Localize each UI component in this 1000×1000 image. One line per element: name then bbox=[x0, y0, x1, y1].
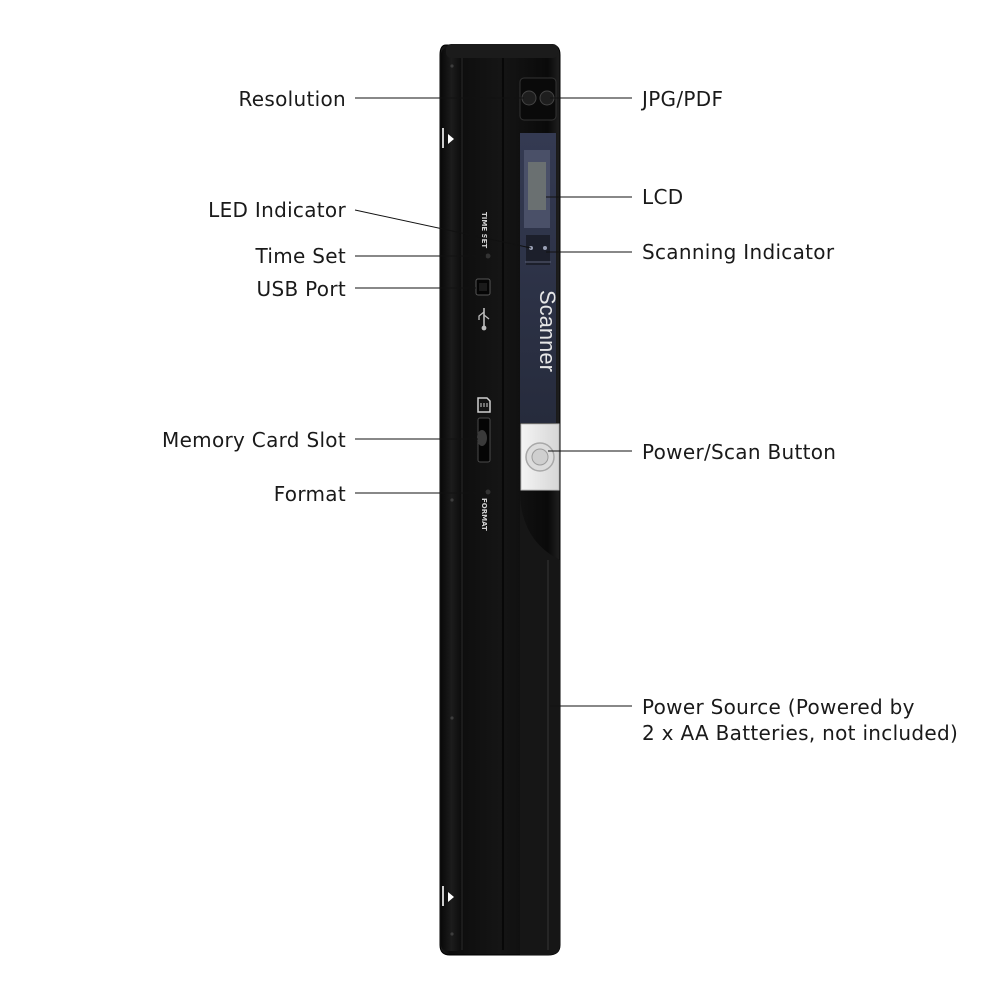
usb-port[interactable] bbox=[475, 278, 491, 296]
time-set-hole[interactable] bbox=[485, 253, 491, 259]
callout-power-source-line1: Power Source (Powered by bbox=[642, 695, 915, 719]
callout-jpg-pdf: JPG/PDF bbox=[642, 87, 724, 111]
format-print: FORMAT bbox=[480, 498, 488, 531]
sd-card-icon bbox=[477, 397, 491, 413]
indicator-panel bbox=[526, 235, 550, 265]
display-window bbox=[520, 133, 556, 423]
callout-resolution: Resolution bbox=[238, 87, 346, 111]
callout-power-source-line2: 2 x AA Batteries, not included) bbox=[642, 721, 959, 745]
scanner-brand-text: Scanner bbox=[535, 290, 560, 372]
usb-icon bbox=[478, 308, 490, 331]
callout-lines bbox=[354, 97, 632, 707]
arrow-up-icon bbox=[442, 128, 454, 148]
mode-switches bbox=[519, 77, 557, 121]
callout-time-set: Time Set bbox=[255, 244, 346, 268]
callout-lcd: LCD bbox=[642, 185, 684, 209]
callout-led-indicator: LED Indicator bbox=[208, 198, 346, 222]
resolution-switch[interactable] bbox=[521, 90, 537, 106]
power-scan-button[interactable] bbox=[520, 423, 560, 491]
memory-card-slot[interactable] bbox=[477, 417, 491, 463]
callout-scanning-indicator: Scanning Indicator bbox=[642, 240, 835, 264]
time-set-print: TIME SET bbox=[480, 212, 488, 248]
callout-format: Format bbox=[273, 482, 346, 506]
arrow-down-icon bbox=[442, 886, 454, 906]
format-hole[interactable] bbox=[485, 489, 491, 495]
callout-usb-port: USB Port bbox=[256, 277, 346, 301]
callout-power-scan-button: Power/Scan Button bbox=[642, 440, 837, 464]
callout-power-source: Power Source (Powered by 2 x AA Batterie… bbox=[642, 694, 958, 746]
leader-led-indicator bbox=[354, 209, 532, 249]
scanning-indicator-light bbox=[543, 246, 547, 250]
callout-memory-card-slot: Memory Card Slot bbox=[162, 428, 346, 452]
